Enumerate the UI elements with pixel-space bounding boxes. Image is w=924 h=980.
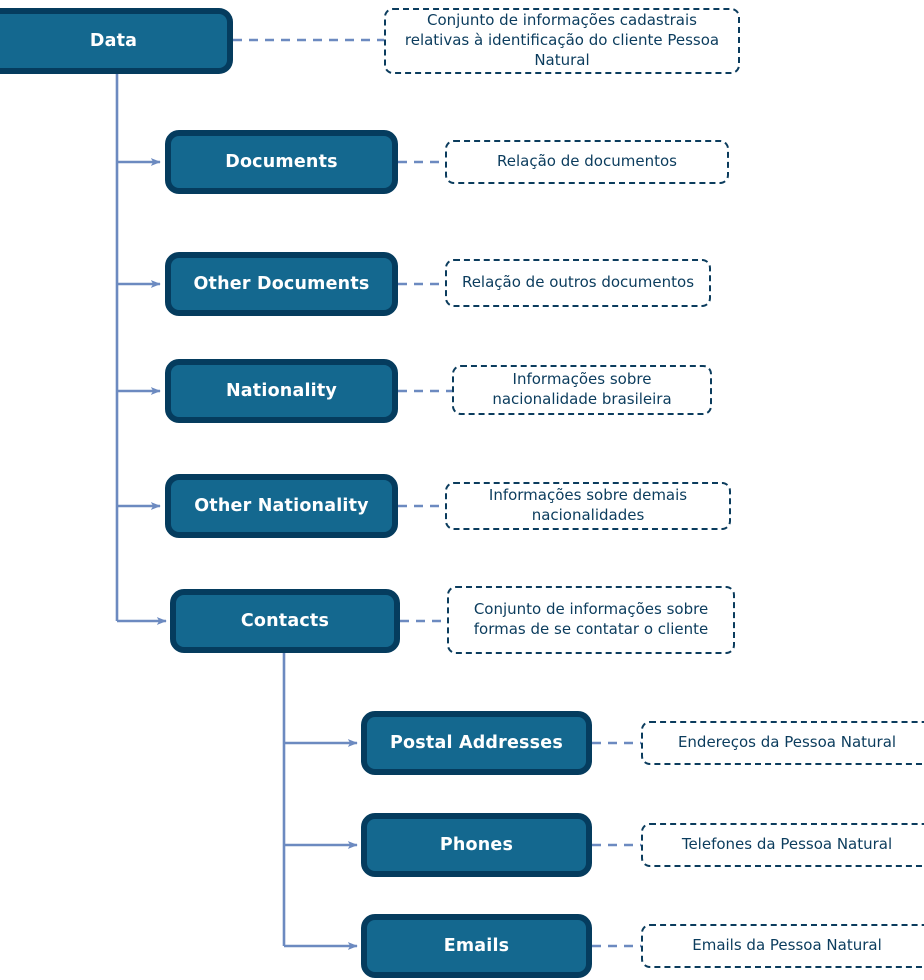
note-emails: Emails da Pessoa Natural [641,924,924,968]
node-documents-label: Documents [225,151,338,172]
node-other-documents-label: Other Documents [193,273,370,294]
node-contacts-label: Contacts [240,610,330,631]
node-other-nationality[interactable]: Other Nationality [165,474,398,538]
node-emails[interactable]: Emails [361,914,592,978]
note-emails-text: Emails da Pessoa Natural [692,936,882,955]
node-emails-label: Emails [443,935,510,956]
node-data[interactable]: Data [0,8,233,74]
note-other-nationality: Informações sobre demais nacionalidades [445,482,731,530]
node-phones[interactable]: Phones [361,813,592,877]
note-phones: Telefones da Pessoa Natural [641,823,924,867]
note-postal-addresses: Endereços da Pessoa Natural [641,721,924,765]
note-contacts: Conjunto de informações sobre formas de … [447,586,735,654]
note-nationality-text: Informações sobre nacionalidade brasilei… [492,370,672,408]
note-other-documents: Relação de outros documentos [445,259,711,307]
note-data: Conjunto de informações cadastrais relat… [384,8,740,74]
note-nationality: Informações sobre nacionalidade brasilei… [452,365,712,415]
node-other-documents[interactable]: Other Documents [165,252,398,316]
note-data-text: Conjunto de informações cadastrais relat… [404,11,720,69]
note-other-documents-text: Relação de outros documentos [461,273,695,292]
node-data-label: Data [89,30,138,51]
note-documents: Relação de documentos [445,140,729,184]
node-nationality[interactable]: Nationality [165,359,398,423]
node-phones-label: Phones [439,834,514,855]
node-postal-addresses-label: Postal Addresses [390,732,563,753]
note-contacts-text: Conjunto de informações sobre formas de … [473,600,709,638]
note-postal-addresses-text: Endereços da Pessoa Natural [677,733,897,752]
node-postal-addresses[interactable]: Postal Addresses [361,711,592,775]
note-other-nationality-text: Informações sobre demais nacionalidades [488,486,688,524]
note-documents-text: Relação de documentos [497,152,677,171]
node-other-nationality-label: Other Nationality [194,495,369,516]
node-contacts[interactable]: Contacts [170,589,400,653]
note-phones-text: Telefones da Pessoa Natural [681,835,893,854]
node-nationality-label: Nationality [225,380,338,401]
node-documents[interactable]: Documents [165,130,398,194]
